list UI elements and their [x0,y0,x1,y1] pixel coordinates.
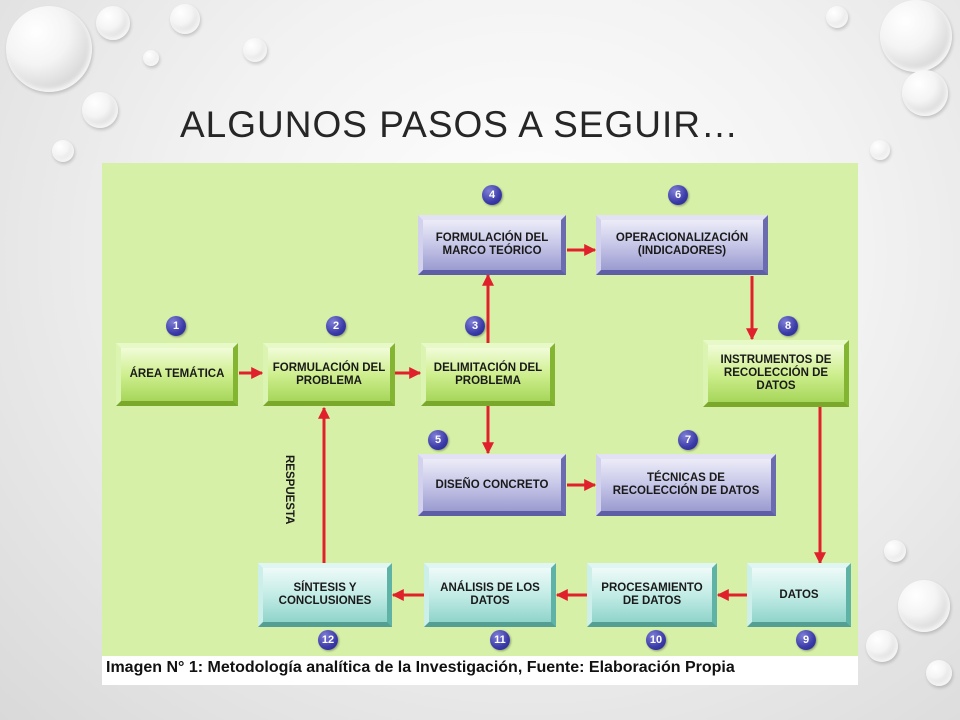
methodology-figure: FORMULACIÓN DEL MARCO TEÓRICO OPERACIONA… [102,163,858,685]
step-12-box: SÍNTESIS Y CONCLUSIONES [258,563,392,627]
step-2-box: FORMULACIÓN DEL PROBLEMA [263,343,395,406]
step-number-badge: 12 [318,630,338,650]
water-drop [866,630,898,662]
step-9-box: DATOS [747,563,851,627]
step-3-box: DELIMITACIÓN DEL PROBLEMA [421,343,555,406]
water-drop [96,6,130,40]
step-label: SÍNTESIS Y CONCLUSIONES [278,582,372,607]
step-10-box: PROCESAMIENTO DE DATOS [587,563,717,627]
step-label: ÁREA TEMÁTICA [129,368,225,380]
water-drop [870,140,890,160]
slide-title: ALGUNOS PASOS A SEGUIR… [180,104,739,145]
step-label: DATOS [779,588,819,601]
water-drop [170,4,200,34]
water-drop [6,6,92,92]
step-label: OPERACIONALIZACIÓN (INDICADORES) [615,232,749,257]
step-4-box: FORMULACIÓN DEL MARCO TEÓRICO [418,215,566,275]
water-drop [826,6,848,28]
figure-caption: Imagen N° 1: Metodología analítica de la… [106,659,735,676]
water-drop [82,92,118,128]
step-label: INSTRUMENTOS DE RECOLECCIÓN DE DATOS [720,354,832,392]
step-label: DELIMITACIÓN DEL PROBLEMA [433,361,543,387]
step-number-badge: 5 [428,430,448,450]
step-number-badge: 8 [778,316,798,336]
water-drop [880,0,952,72]
step-7-box: TÉCNICAS DE RECOLECCIÓN DE DATOS [596,454,776,516]
step-8-box: INSTRUMENTOS DE RECOLECCIÓN DE DATOS [703,340,849,407]
step-number-badge: 11 [490,630,510,650]
water-drop [884,540,906,562]
step-11-box: ANÁLISIS DE LOS DATOS [424,563,556,627]
response-label: RESPUESTA [283,455,295,525]
step-label: FORMULACIÓN DEL PROBLEMA [272,361,386,387]
step-label: TÉCNICAS DE RECOLECCIÓN DE DATOS [612,472,760,497]
step-number-badge: 9 [796,630,816,650]
step-number-badge: 6 [668,185,688,205]
step-label: FORMULACIÓN DEL MARCO TEÓRICO [435,232,549,257]
step-6-box: OPERACIONALIZACIÓN (INDICADORES) [596,215,768,275]
water-drop [902,70,948,116]
step-number-badge: 4 [482,185,502,205]
step-number-badge: 3 [465,316,485,336]
step-1-box: ÁREA TEMÁTICA [116,343,238,406]
step-number-badge: 7 [678,430,698,450]
step-label: PROCESAMIENTO DE DATOS [601,582,703,607]
water-drop [926,660,952,686]
water-drop [898,580,950,632]
water-drop [243,38,267,62]
step-5-box: DISEÑO CONCRETO [418,454,566,516]
step-label: DISEÑO CONCRETO [435,478,549,491]
step-number-badge: 10 [646,630,666,650]
step-number-badge: 1 [166,316,186,336]
water-drop [52,140,74,162]
step-number-badge: 2 [326,316,346,336]
step-label: ANÁLISIS DE LOS DATOS [440,582,540,607]
water-drop [143,50,159,66]
flow-arrows [239,244,826,601]
diagram-panel: FORMULACIÓN DEL MARCO TEÓRICO OPERACIONA… [102,163,858,656]
